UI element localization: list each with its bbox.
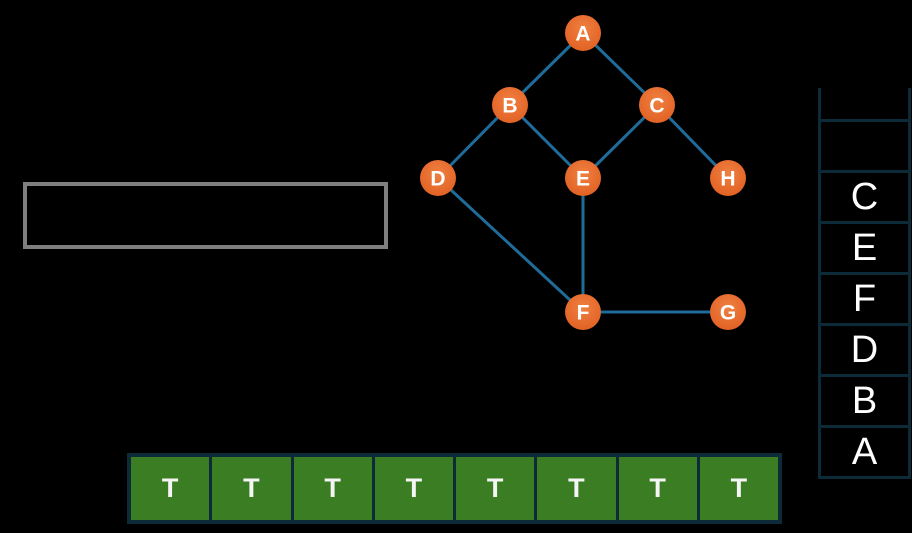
graph-node-A: A: [565, 15, 601, 51]
graph-node-circle: [565, 15, 601, 51]
visited-cell: T: [699, 457, 778, 520]
graph-node-label: A: [575, 23, 590, 46]
visited-array: T T T T T T T T: [127, 453, 782, 524]
visited-cell: T: [131, 457, 210, 520]
stack-cell: [821, 119, 908, 170]
graph-node-circle: [492, 87, 528, 123]
visited-cell: T: [618, 457, 697, 520]
graph-node-circle: [710, 160, 746, 196]
graph-node-label: G: [720, 302, 736, 325]
graph-node-circle: [565, 160, 601, 196]
graph-node-G: G: [710, 294, 746, 330]
graph-node-C: C: [639, 87, 675, 123]
stack-cell: B: [821, 374, 908, 425]
visited-cell: T: [293, 457, 372, 520]
stack-cell: F: [821, 272, 908, 323]
visited-cell: T: [537, 457, 616, 520]
stack-cell: [821, 88, 908, 119]
stack-cell: D: [821, 323, 908, 374]
traversal-output-box: [23, 182, 388, 249]
stack: C E F D B A: [818, 88, 911, 479]
graph-node-D: D: [420, 160, 456, 196]
graph-node-E: E: [565, 160, 601, 196]
graph-node-label: E: [576, 168, 590, 191]
graph-node-circle: [565, 294, 601, 330]
graph-node-circle: [710, 294, 746, 330]
graph-node-label: H: [720, 168, 735, 191]
graph-edge-D-F: [436, 176, 585, 314]
stack-cell: C: [821, 170, 908, 221]
visited-cell: T: [212, 457, 291, 520]
graph-node-circle: [420, 160, 456, 196]
graph-node-F: F: [565, 294, 601, 330]
graph-node-label: D: [430, 168, 445, 191]
graph-node-label: C: [649, 95, 664, 118]
stack-cell: A: [821, 425, 908, 476]
stack-cell: E: [821, 221, 908, 272]
graph-nodes-layer: A B C D E F G H: [420, 15, 746, 330]
visited-cell: T: [456, 457, 535, 520]
visited-cell: T: [374, 457, 453, 520]
graph-node-label: B: [502, 95, 517, 118]
graph-node-H: H: [710, 160, 746, 196]
graph-node-B: B: [492, 87, 528, 123]
graph-node-circle: [639, 87, 675, 123]
graph-node-label: F: [577, 302, 590, 325]
